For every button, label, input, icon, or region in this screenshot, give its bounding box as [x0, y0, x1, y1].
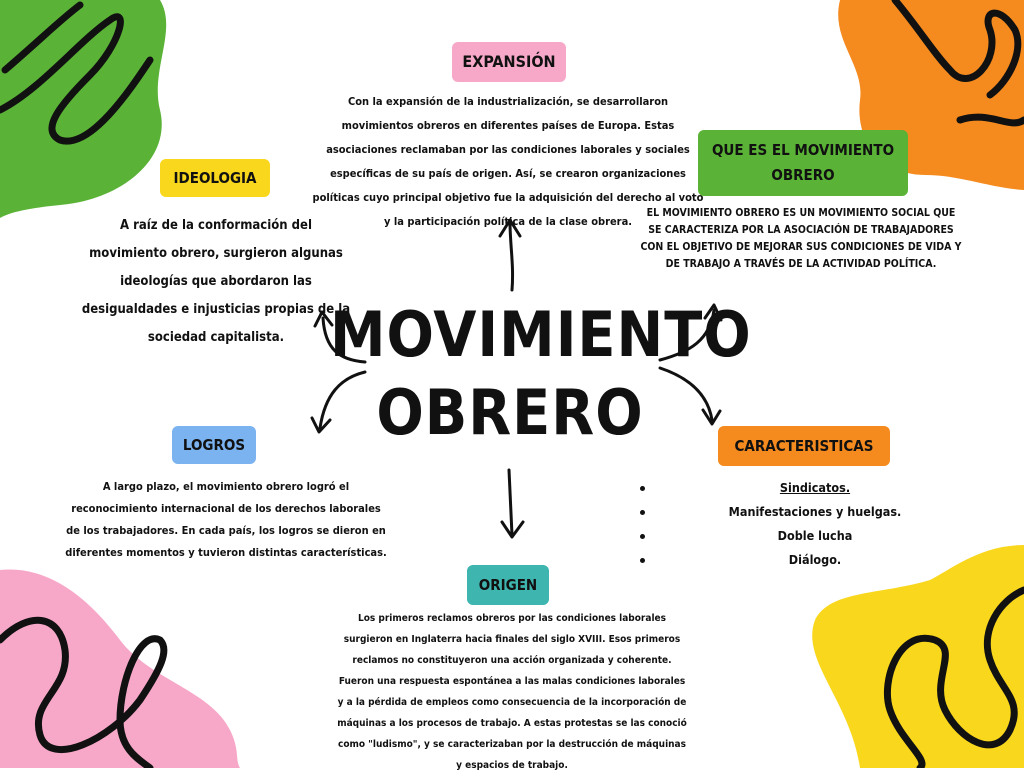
arrow-upper-right-head: [703, 303, 723, 322]
que-es-text: EL MOVIMIENTO OBRERO ES UN MOVIMIENTO SO…: [640, 207, 962, 270]
que-es-label-line-1: QUE ES EL MOVIMIENTO: [711, 141, 895, 159]
ideologia-label: IDEOLOGIA: [160, 159, 270, 197]
bullet-icon: [640, 510, 645, 515]
squiggle-bottom-right: [883, 586, 1024, 768]
squiggle-bottom-left: [0, 616, 168, 768]
arrow-upper-left-head: [313, 310, 334, 328]
title-line-1: MOVIMIENTO: [330, 298, 752, 371]
caracteristicas-list: Sindicatos. Manifestaciones y huelgas. D…: [640, 476, 970, 572]
expansion-text: Con la expansión de la industrialización…: [312, 95, 704, 228]
pink-blob: [0, 569, 240, 768]
origen-text: Los primeros reclamos obreros por las co…: [337, 613, 687, 771]
main-title: MOVIMIENTO OBRERO: [330, 296, 752, 452]
squiggle-top-left: [0, 1, 154, 145]
arrow-lower-right: [658, 366, 714, 422]
list-item-text: Sindicatos.: [779, 480, 851, 495]
logros-text: A largo plazo, el movimiento obrero logr…: [65, 480, 387, 559]
list-item: Sindicatos.: [640, 476, 970, 500]
expansion-label: EXPANSIÓN: [452, 42, 566, 82]
ideologia-text: A raíz de la conformación del movimiento…: [81, 218, 351, 345]
bullet-icon: [640, 558, 645, 563]
arrow-down-head: [500, 520, 525, 539]
title-line-2: OBRERO: [376, 376, 644, 449]
list-item-text: Diálogo.: [788, 552, 842, 567]
list-item: Manifestaciones y huelgas.: [640, 500, 970, 524]
arrow-up-head: [498, 218, 522, 238]
bullet-icon: [640, 534, 645, 539]
arrow-upper-right: [658, 308, 716, 362]
arrow-down: [507, 468, 514, 537]
bullet-icon: [640, 486, 645, 491]
list-item: Doble lucha: [640, 524, 970, 548]
list-item-text: Manifestaciones y huelgas.: [728, 504, 902, 519]
arrow-lower-right-head: [701, 408, 722, 426]
arrow-upper-left: [321, 316, 367, 364]
arrow-up: [508, 220, 515, 292]
arrow-lower-left-head: [310, 416, 332, 434]
arrow-lower-left: [318, 370, 367, 430]
caracteristicas-label: CARACTERISTICAS: [718, 426, 890, 466]
list-item: Diálogo.: [640, 548, 970, 572]
green-blob: [0, 0, 167, 218]
que-es-label: QUE ES EL MOVIMIENTO OBRERO: [698, 130, 908, 196]
list-item-text: Doble lucha: [777, 528, 853, 543]
logros-label: LOGROS: [172, 426, 256, 464]
squiggle-top-right: [891, 0, 1024, 127]
yellow-blob: [812, 545, 1024, 768]
que-es-label-line-2: OBRERO: [771, 166, 835, 184]
origen-label: ORIGEN: [467, 565, 549, 605]
